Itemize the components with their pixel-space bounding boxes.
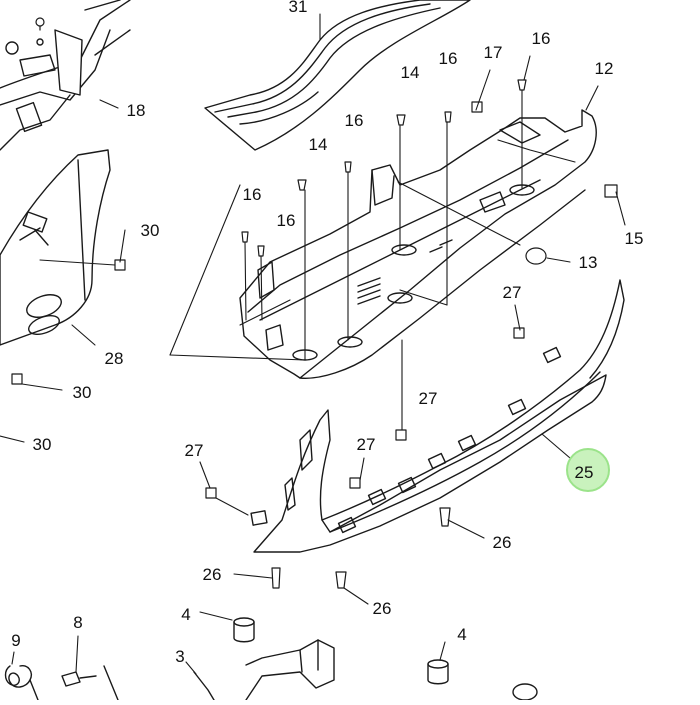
callout-25[interactable]: 25 (575, 463, 594, 482)
callout-3[interactable]: 3 (175, 647, 184, 666)
callout-14[interactable]: 14 (401, 63, 420, 82)
callout-27[interactable]: 27 (503, 283, 522, 302)
leader-lines (0, 13, 626, 675)
callout-16[interactable]: 16 (277, 211, 296, 230)
highlight-circle-25[interactable] (566, 448, 610, 492)
callout-27[interactable]: 27 (357, 435, 376, 454)
part-18-left-frame (0, 0, 131, 151)
part-4-grommet-upper (233, 617, 255, 643)
callout-15[interactable]: 15 (625, 229, 644, 248)
main-floor-board (239, 109, 597, 379)
ring-part (512, 683, 538, 701)
callout-26[interactable]: 26 (373, 599, 392, 618)
part-25-lower-side-cover (250, 279, 625, 553)
callout-16[interactable]: 16 (243, 185, 262, 204)
callout-13[interactable]: 13 (579, 253, 598, 272)
callout-12[interactable]: 12 (595, 59, 614, 78)
part-8-bolt (61, 671, 97, 687)
fasteners (11, 17, 618, 589)
callout-labels: 31 18 30 30 30 28 14 14 16 16 16 16 16 1… (11, 0, 644, 666)
callout-8[interactable]: 8 (73, 613, 82, 632)
callout-28[interactable]: 28 (105, 349, 124, 368)
callout-16[interactable]: 16 (345, 111, 364, 130)
part-9-spring (4, 665, 39, 701)
part-3-screw (193, 671, 215, 701)
callout-31[interactable]: 31 (289, 0, 308, 16)
callout-18[interactable]: 18 (127, 101, 146, 120)
lower-bracket (245, 639, 335, 701)
callout-16[interactable]: 16 (439, 49, 458, 68)
callout-16[interactable]: 16 (532, 29, 551, 48)
callout-17[interactable]: 17 (484, 43, 503, 62)
callout-27[interactable]: 27 (185, 441, 204, 460)
part-31-upper-cover (204, 0, 471, 151)
callout-4[interactable]: 4 (181, 605, 190, 624)
part-28-side-panel (0, 149, 111, 346)
callout-4[interactable]: 4 (457, 625, 466, 644)
callout-30[interactable]: 30 (141, 221, 160, 240)
callout-30[interactable]: 30 (73, 383, 92, 402)
callout-9[interactable]: 9 (11, 631, 20, 650)
callout-26[interactable]: 26 (493, 533, 512, 552)
cable (103, 665, 119, 701)
callout-14[interactable]: 14 (309, 135, 328, 154)
callout-30[interactable]: 30 (33, 435, 52, 454)
callout-27[interactable]: 27 (419, 389, 438, 408)
part-4-grommet-lower (427, 659, 449, 685)
callout-26[interactable]: 26 (203, 565, 222, 584)
